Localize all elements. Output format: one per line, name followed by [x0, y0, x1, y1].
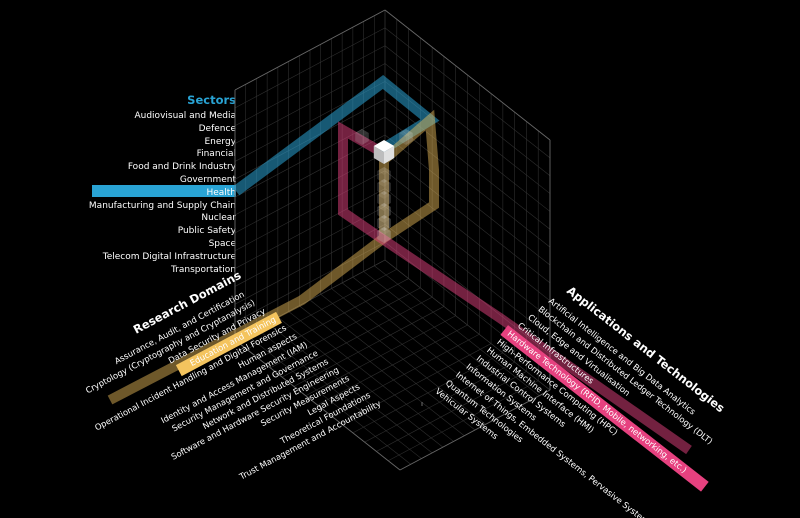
sector-item-food-and-drink-industry[interactable]: Food and Drink Industry [127, 162, 236, 173]
cell-cube [377, 215, 391, 231]
cell-cube [377, 191, 391, 207]
grid-line [234, 27, 386, 109]
domain-path [107, 109, 439, 405]
sector-item-transportation[interactable]: Transportation [171, 264, 236, 275]
sector-highlight-bar [92, 185, 236, 197]
sectors-title: Sectors [187, 93, 236, 107]
grid-line [234, 63, 386, 144]
grid-line [277, 316, 444, 448]
sector-item-financial[interactable]: Financial [196, 149, 236, 160]
grid-line [245, 334, 411, 465]
grid-line [288, 311, 454, 442]
cube-edge [234, 9, 386, 91]
cell-cube [399, 129, 413, 145]
cube-grid [234, 9, 551, 471]
sector-item-government[interactable]: Government [179, 175, 236, 185]
sector-path [232, 75, 440, 196]
grid-line [384, 27, 551, 159]
grid-line [256, 328, 422, 459]
cube-edge [399, 389, 551, 471]
cell-cube [377, 179, 391, 195]
sector-item-energy[interactable]: Energy [204, 136, 236, 147]
grid-line [234, 45, 386, 126]
grid-line [384, 116, 551, 248]
application-path [338, 121, 692, 455]
sector-item-space[interactable]: Space [208, 239, 236, 249]
grid-line [340, 343, 492, 424]
cell-cube [355, 129, 369, 145]
cube-edge [384, 9, 551, 141]
grid-line [317, 324, 468, 406]
sector-item-health[interactable]: Health [206, 187, 236, 198]
cell-cube [373, 140, 395, 164]
cell-cube [377, 227, 391, 243]
sector-item-manufacturing-and-supply-chain[interactable]: Manufacturing and Supply Chain [88, 200, 236, 211]
grid-line [299, 305, 465, 436]
grid-line [384, 45, 551, 176]
selection-paths [107, 75, 692, 455]
grid-line [388, 380, 539, 461]
grid-line [376, 371, 527, 452]
grid-line [384, 63, 551, 194]
cube-edge [234, 339, 401, 471]
sector-item-telecom-digital-infrastructure[interactable]: Telecom Digital Infrastructure [102, 251, 236, 262]
cell-cube [377, 203, 391, 219]
cell-cube [377, 167, 391, 183]
grid-line [352, 352, 503, 434]
sector-item-defence[interactable]: Defence [198, 123, 236, 134]
grid-line [329, 334, 480, 415]
grid-line [364, 361, 515, 443]
grid-line [234, 116, 386, 198]
sector-item-nuclear[interactable]: Nuclear [201, 213, 236, 224]
sector-item-public-safety[interactable]: Public Safety [177, 226, 236, 237]
grid-line [384, 99, 551, 230]
sector-item-audiovisual-and-media[interactable]: Audiovisual and Media [134, 111, 236, 121]
grid-line [266, 322, 433, 454]
